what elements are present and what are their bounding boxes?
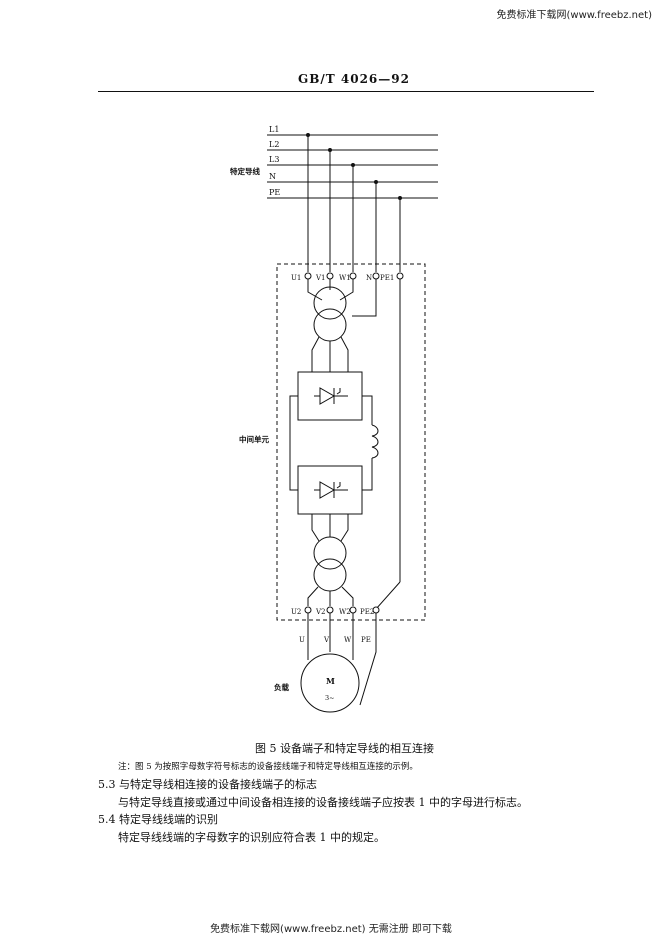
intermediate-unit-boundary [276, 263, 426, 621]
label-u2: U2 [291, 608, 301, 616]
label-pe2: PE2 [360, 608, 374, 616]
bottom-transformer-primary [313, 536, 347, 570]
terminal-v1 [326, 272, 334, 280]
figure-caption: 图 5 设备端子和特定导线的相互连接 [255, 742, 434, 755]
label-load-v: V [323, 636, 330, 644]
label-v2: V2 [315, 608, 326, 616]
section-5-3-heading: 5.3 与特定导线相连接的设备接线端子的标志 [98, 778, 317, 791]
motor-phase-label: 3~ [325, 694, 335, 702]
label-n: N [269, 172, 276, 181]
label-w1: W1 [339, 274, 351, 282]
section-5-4-heading: 5.4 特定导线线端的识别 [98, 813, 218, 826]
terminal-u1 [304, 272, 312, 280]
motor [300, 653, 360, 713]
connection-diagram: L1 L2 L3 N PE 特定导线 U1 V1 W1 N PE1 中间单元 U… [230, 125, 438, 713]
figure-note: 注：图 5 为按照字母数字符号标志的设备接线端子和特定导线相互连接的示例。 [118, 762, 418, 772]
watermark-bottom: 免费标准下载网(www.freebz.net) 无需注册 即可下载 [210, 924, 452, 935]
watermark-top: 免费标准下载网(www.freebz.net) [496, 10, 652, 21]
header-rule [98, 91, 594, 92]
intermediate-unit-label: 中间单元 [239, 434, 269, 444]
specified-conductors-label: 特定导线 [230, 166, 260, 176]
label-w2: W2 [339, 608, 351, 616]
terminal-n [372, 272, 380, 280]
dc-link-inductor [371, 424, 379, 459]
label-n-terminal: N [366, 274, 372, 282]
label-l2: L2 [269, 140, 279, 149]
label-u1: U1 [291, 274, 301, 282]
terminal-u2 [304, 606, 312, 614]
terminal-w2 [349, 606, 357, 614]
top-transformer-secondary [313, 308, 347, 342]
top-transformer-primary [313, 286, 347, 320]
label-load-u: U [299, 636, 305, 644]
section-5-3-body: 与特定导线直接或通过中间设备相连接的设备接线端子应按表 1 中的字母进行标志。 [118, 796, 528, 809]
label-pe1: PE1 [380, 274, 394, 282]
motor-label: M [326, 676, 335, 686]
label-load-w: W [344, 636, 352, 644]
terminal-v2 [326, 606, 334, 614]
label-l3: L3 [269, 155, 279, 164]
label-l1: L1 [269, 125, 279, 134]
bottom-transformer-secondary [313, 558, 347, 592]
label-pe: PE [269, 188, 280, 197]
section-5-4-body: 特定导线线端的字母数字的识别应符合表 1 中的规定。 [118, 831, 385, 844]
load-label: 负载 [274, 682, 289, 692]
label-load-pe: PE [361, 636, 371, 644]
terminal-pe1 [396, 272, 404, 280]
label-v1: V1 [315, 274, 326, 282]
document-code: GB/T 4026—92 [298, 72, 410, 86]
terminal-w1 [349, 272, 357, 280]
